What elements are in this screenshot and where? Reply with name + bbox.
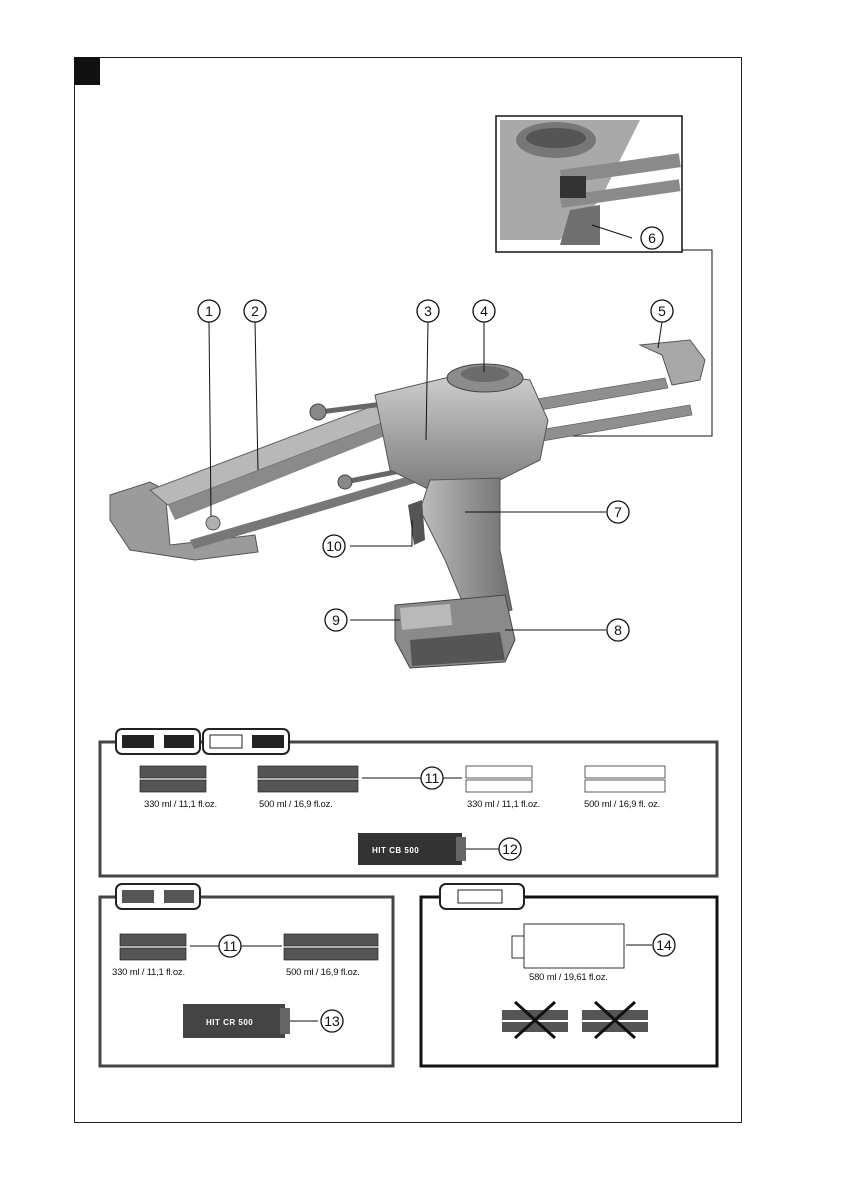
callout-number: 1 [205, 303, 213, 319]
callout-marker: 10 [323, 535, 345, 557]
callout-marker: 3 [417, 300, 439, 322]
callout-marker: 8 [607, 619, 629, 641]
callout-number: 14 [656, 937, 672, 953]
callout-marker: 9 [325, 609, 347, 631]
callout-marker: 12 [499, 838, 521, 860]
callout-number: 11 [425, 770, 440, 786]
callout-number: 9 [332, 612, 340, 628]
callout-number: 5 [658, 303, 666, 319]
callout-marker: 7 [607, 501, 629, 523]
callout-marker: 5 [651, 300, 673, 322]
callout-marker: 11 [219, 935, 241, 957]
callout-marker: 2 [244, 300, 266, 322]
capacity-label: 500 ml / 16,9 fl. oz. [584, 799, 660, 810]
capacity-label: 330 ml / 11,1 fl.oz. [144, 799, 217, 810]
callout-number: 12 [502, 841, 518, 857]
cartridge-cr500-label: HIT CR 500 [206, 1018, 253, 1027]
capacity-label: 500 ml / 16,9 fl.oz. [286, 967, 360, 978]
callout-number: 11 [223, 938, 238, 954]
callout-marker: 13 [321, 1010, 343, 1032]
callout-number: 10 [326, 538, 342, 554]
capacity-label: 580 ml / 19,61 fl.oz. [529, 972, 608, 983]
callout-marker: 11 [421, 767, 443, 789]
callout-number: 8 [614, 622, 622, 638]
callout-number: 2 [251, 303, 259, 319]
cartridge-cb500-label: HIT CB 500 [372, 846, 419, 855]
incompatible-cartridge-2 [582, 1002, 648, 1038]
callout-marker: 1 [198, 300, 220, 322]
incompatible-cartridge-1 [502, 1002, 568, 1038]
capacity-label: 330 ml / 11,1 fl.oz. [112, 967, 185, 978]
callout-number: 7 [614, 504, 622, 520]
callout-number: 4 [480, 303, 488, 319]
capacity-label: 330 ml / 11,1 fl.oz. [467, 799, 540, 810]
capacity-label: 500 ml / 16,9 fl.oz. [259, 799, 333, 810]
callout-number: 3 [424, 303, 432, 319]
callout-marker: 4 [473, 300, 495, 322]
callout-number: 6 [648, 230, 656, 246]
callout-marker: 6 [641, 227, 663, 249]
callout-number: 13 [324, 1013, 340, 1029]
callout-marker: 14 [653, 934, 675, 956]
